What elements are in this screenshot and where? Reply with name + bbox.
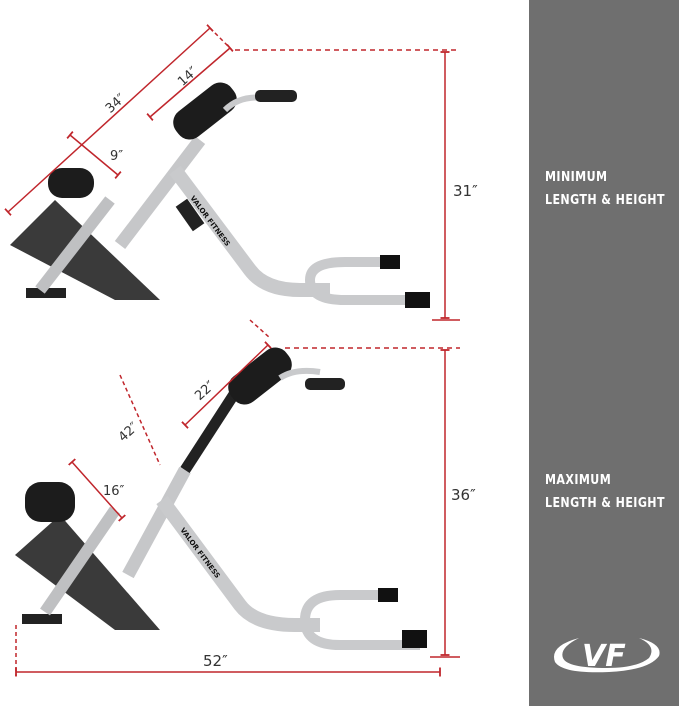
bench-minimum xyxy=(10,82,430,308)
caption-maximum-line1: MAXIMUM xyxy=(545,472,612,488)
dim-height-bottom: 36″ xyxy=(451,486,476,504)
back-pad xyxy=(173,82,237,140)
dimension-lines-bottom xyxy=(15,319,460,677)
vf-logo: VF xyxy=(554,638,660,674)
leg-roller xyxy=(25,482,75,522)
handle xyxy=(305,378,345,390)
dim-diagonal-bottom: 42″ xyxy=(116,420,142,446)
dim-length-top: 34″ xyxy=(103,91,129,117)
dim-pad-length-bottom: 22″ xyxy=(192,378,218,404)
logo-text: VF xyxy=(582,639,626,674)
caption-minimum: MINIMUM LENGTH & HEIGHT xyxy=(545,166,665,212)
dim-floor-length: 52″ xyxy=(203,652,228,670)
product-diagram: VALOR FITNESS 34″ 14″ 9″ 31″ VALOR FITNE… xyxy=(4,24,478,677)
dim-pad-length-top: 14″ xyxy=(175,64,201,90)
handle xyxy=(255,90,297,102)
dimension-lines-top xyxy=(4,24,460,321)
frame-label-bottom: VALOR FITNESS xyxy=(178,526,221,579)
dim-gap-top: 9″ xyxy=(110,149,123,164)
caption-maximum-line2: LENGTH & HEIGHT xyxy=(545,495,665,511)
foot-platform xyxy=(15,515,160,630)
bench-maximum xyxy=(15,347,427,650)
caption-minimum-line2: LENGTH & HEIGHT xyxy=(545,192,665,208)
side-panel: MINIMUM LENGTH & HEIGHT MAXIMUM LENGTH &… xyxy=(529,0,679,706)
caption-minimum-line1: MINIMUM xyxy=(545,169,608,185)
dim-height-top: 31″ xyxy=(453,182,478,200)
dim-gap-bottom: 16″ xyxy=(103,484,125,499)
leg-roller xyxy=(48,168,94,198)
caption-maximum: MAXIMUM LENGTH & HEIGHT xyxy=(545,469,665,515)
foot-platform xyxy=(10,200,160,300)
